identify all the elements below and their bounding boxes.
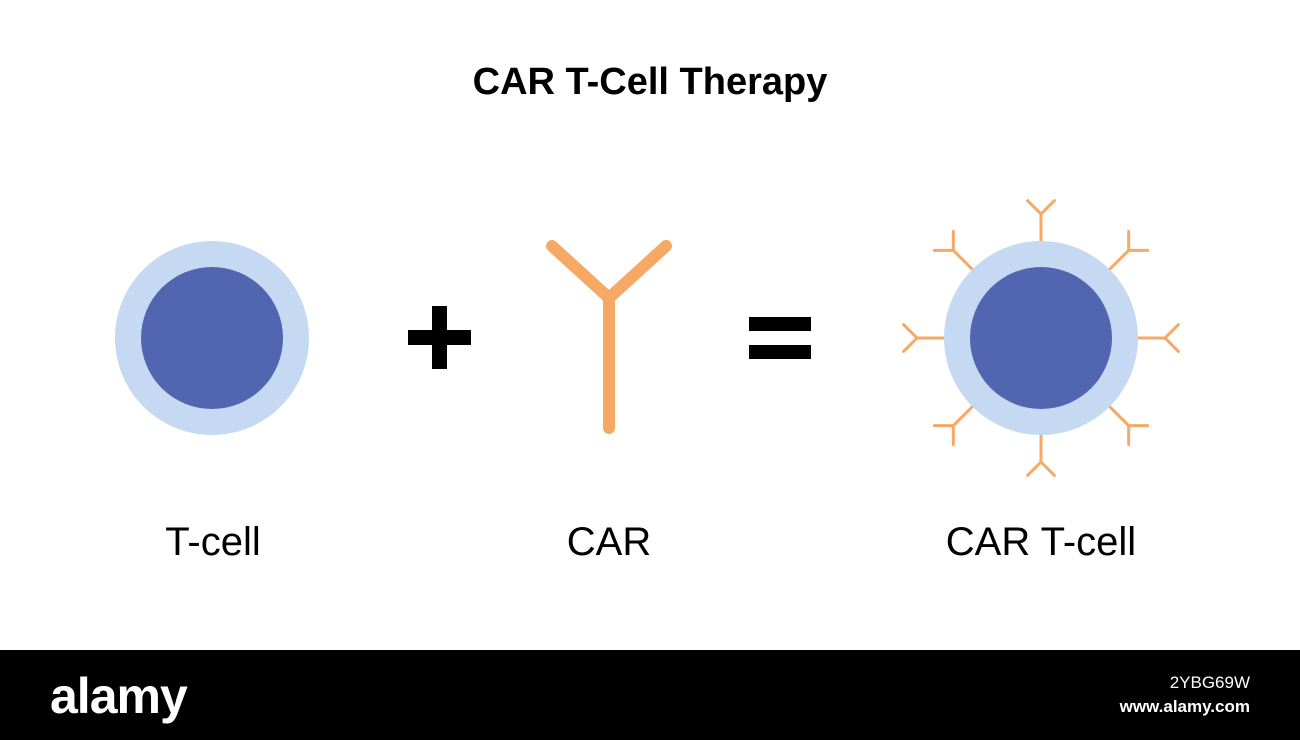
watermark-footer: alamy 2YBG69W www.alamy.com: [0, 650, 1300, 740]
equals-icon: [749, 317, 811, 359]
diagram-illustration: [115, 199, 1180, 477]
t-cell-illustration: [115, 241, 309, 435]
car-t-cell-illustration: [944, 241, 1138, 435]
diagram-title: CAR T-Cell Therapy: [472, 61, 828, 103]
site-url: www.alamy.com: [1119, 697, 1250, 716]
car-t-cell-nucleus: [970, 267, 1112, 409]
brand-logo: alamy: [50, 668, 188, 724]
t-cell-label: T-cell: [165, 520, 261, 564]
t-cell-nucleus: [141, 267, 283, 409]
image-id: 2YBG69W: [1169, 673, 1250, 692]
car-t-cell-receptors: [902, 199, 1180, 477]
car-t-cell-label: CAR T-cell: [945, 520, 1137, 564]
car-receptor-illustration: [546, 240, 672, 434]
car-label: CAR: [566, 520, 652, 564]
plus-icon: [408, 306, 471, 369]
